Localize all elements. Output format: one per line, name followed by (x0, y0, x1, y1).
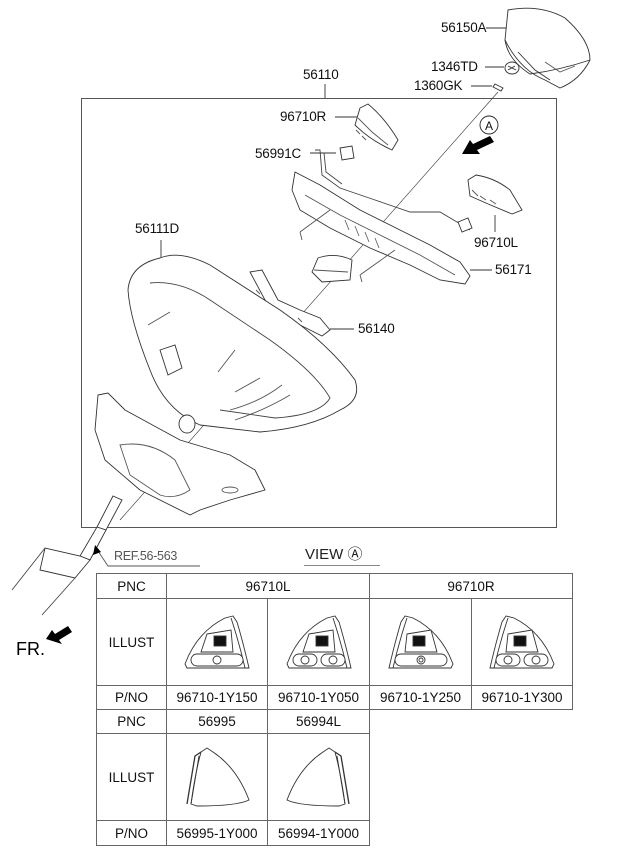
illustration-cell (369, 598, 472, 686)
callout-56171: 56171 (495, 262, 532, 277)
view-a-marker (479, 115, 499, 135)
front-label: FR. (16, 639, 45, 659)
assembly-frame (81, 98, 557, 528)
leader-ref (95, 547, 200, 567)
table-row-illust: ILLUST (96, 598, 573, 686)
cover-parts-table: PNC 56995 56994L ILLUST P/NO 56995-1Y000… (96, 709, 370, 846)
switch-right-single-illustration (387, 615, 453, 669)
view-a-underline (304, 565, 380, 566)
view-a-marker-label: A (485, 119, 493, 133)
illustration-cell (166, 733, 268, 821)
table-row-pno: P/NO 96710-1Y150 96710-1Y050 96710-1Y250… (96, 685, 573, 710)
illustration-cell (267, 598, 370, 686)
callout-1360GK: 1360GK (414, 78, 463, 93)
callout-56991C: 56991C (255, 146, 302, 161)
callout-1346TD: 1346TD (431, 59, 478, 74)
table-row-pnc: PNC 56995 56994L (96, 709, 370, 734)
row-label-pno: P/NO (96, 685, 167, 710)
pnc-cell: 96710L (166, 573, 370, 599)
pnc-cell: 56994L (267, 709, 370, 734)
table-row-illust: ILLUST (96, 733, 370, 821)
steering-wheel-part[interactable] (127, 254, 358, 434)
row-label-pno: P/NO (96, 820, 167, 846)
airbag-module-part[interactable] (504, 7, 591, 89)
view-a-title: VIEW Ⓐ (305, 546, 363, 563)
remote-switch-left-part[interactable] (467, 174, 523, 215)
row-label-pnc: PNC (96, 573, 167, 599)
callout-56150A: 56150A (441, 20, 487, 35)
illustration-cell (267, 733, 370, 821)
illustration-cell (166, 598, 268, 686)
view-a-arrow (462, 136, 494, 154)
table-row-pno: P/NO 56995-1Y000 56994-1Y000 (96, 820, 370, 846)
ref-arrow-icon (93, 545, 101, 555)
remote-switch-right-part[interactable] (354, 103, 399, 151)
front-direction-arrow-icon (46, 626, 72, 644)
part-number-cell[interactable]: 96710-1Y300 (471, 685, 573, 710)
switch-left-mute-illustration (184, 615, 250, 669)
lower-cover-part[interactable] (94, 392, 266, 516)
bolt-part[interactable] (492, 83, 504, 92)
cover-left-illustration (186, 747, 250, 807)
switch-left-dual-illustration (286, 615, 352, 669)
pnc-cell: 56995 (166, 709, 268, 734)
nut-part[interactable] (504, 61, 520, 75)
part-number-cell[interactable]: 96710-1Y150 (166, 685, 268, 710)
steering-column-part[interactable] (11, 495, 123, 616)
table-row-pnc: PNC 96710L 96710R (96, 573, 573, 599)
reference-label: REF.56-563 (114, 549, 178, 563)
callout-56110: 56110 (303, 67, 339, 82)
part-number-cell[interactable]: 96710-1Y050 (267, 685, 370, 710)
cover-right-illustration (285, 747, 350, 807)
callout-56140: 56140 (358, 321, 395, 336)
control-module-part[interactable] (311, 255, 353, 283)
callout-96710L: 96710L (474, 235, 518, 250)
callout-56111D: 56111D (135, 221, 180, 236)
callout-96710R: 96710R (280, 109, 327, 124)
pnc-cell: 96710R (369, 573, 573, 599)
switch-right-dual-illustration (489, 615, 555, 669)
row-label-illust: ILLUST (96, 598, 167, 686)
row-label-illust: ILLUST (96, 733, 167, 821)
row-label-pnc: PNC (96, 709, 167, 734)
illustration-cell (471, 598, 573, 686)
switch-parts-table: PNC 96710L 96710R ILLUST (96, 573, 573, 710)
part-number-cell[interactable]: 96710-1Y250 (369, 685, 472, 710)
back-cover-part[interactable] (291, 171, 471, 285)
part-number-cell[interactable]: 56995-1Y000 (166, 820, 268, 846)
part-number-cell[interactable]: 56994-1Y000 (267, 820, 370, 846)
